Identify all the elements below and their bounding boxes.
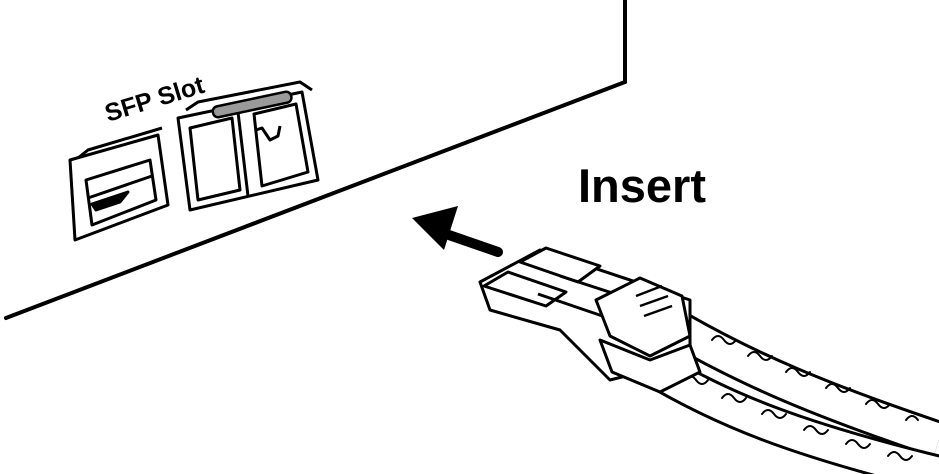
sfp-port-cage-top — [185, 80, 313, 112]
fiber-cable-texture — [683, 335, 919, 461]
empty-port-latch-icon — [90, 190, 130, 212]
empty-port-shelf — [87, 174, 153, 200]
device-panel — [4, 0, 627, 320]
connector-boot — [598, 338, 702, 394]
sfp-port-tab — [255, 125, 282, 142]
empty-port — [68, 126, 170, 242]
sfp-port-divider — [236, 111, 250, 197]
sfp-port — [176, 80, 320, 212]
insert-arrow-head — [412, 206, 458, 250]
lc-connector — [478, 246, 702, 394]
connector-clip-grip — [635, 284, 673, 318]
empty-port-inner — [84, 158, 158, 227]
insert-label: Insert — [578, 159, 706, 212]
insert-arrow-shaft — [441, 229, 503, 257]
insert-arrow-icon — [412, 206, 503, 257]
sfp-port-right-bay — [252, 102, 310, 188]
connector-ferrule-upper — [518, 246, 602, 284]
sfp-port-left-bay — [188, 116, 242, 202]
empty-port-cage-top — [77, 126, 163, 160]
sfp-latch-bar — [211, 90, 293, 119]
fiber-cable-upper-core — [672, 316, 939, 456]
panel-bottom-edge — [4, 80, 627, 320]
